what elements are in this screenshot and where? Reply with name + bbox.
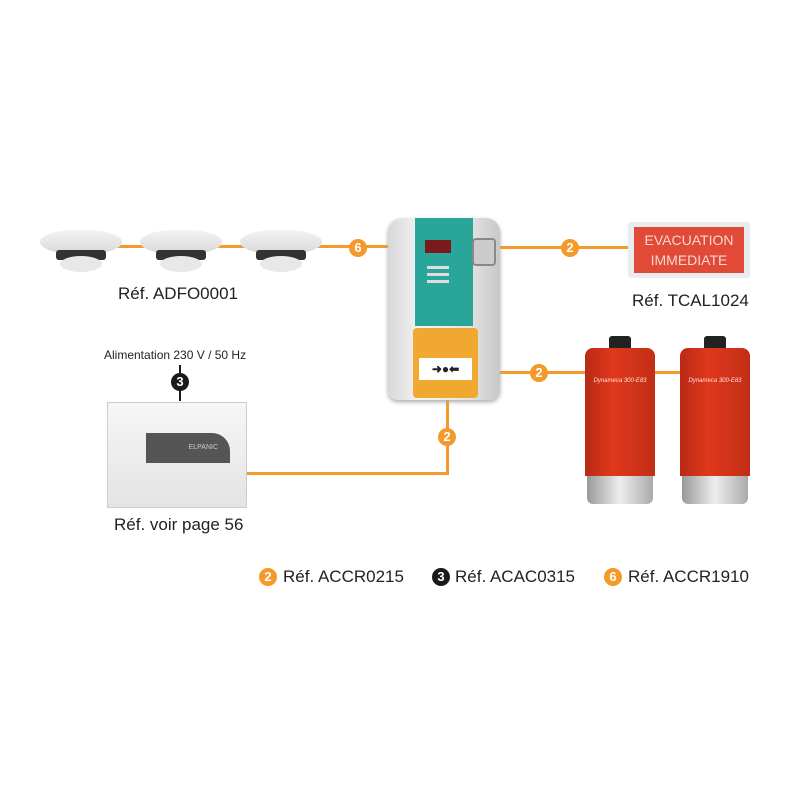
legend-text-6: Réf. ACCR1910 (628, 567, 749, 586)
panel-indicator (427, 266, 449, 269)
panel-indicator (427, 273, 449, 276)
panel-display (425, 240, 451, 253)
badge-2-power: 2 (438, 428, 456, 446)
smoke-detector (140, 222, 222, 274)
arrows-dot-icon: ➜●⬅ (419, 358, 472, 380)
panel-teal-front (415, 218, 473, 326)
power-supply-unit: ELPANIC (107, 402, 247, 508)
badge-3: 3 (171, 373, 189, 391)
sign-label: Réf. TCAL1024 (632, 291, 749, 310)
key-switch-icon[interactable] (472, 238, 496, 266)
badge-6: 6 (349, 239, 367, 257)
cable-power-horizontal (245, 472, 449, 475)
power-label: Réf. voir page 56 (114, 515, 244, 534)
legend-badge-3: 3 (432, 568, 450, 586)
smoke-detector (40, 222, 122, 274)
sign-line-1: EVACUATION (644, 232, 734, 248)
extinguisher-cylinder: Dynameca 300-E83 (680, 336, 750, 506)
sign-line-2: IMMEDIATE (650, 252, 728, 268)
legend-text-2: Réf. ACCR0215 (283, 567, 404, 586)
extinguisher-cylinder: Dynameca 300-E83 (585, 336, 655, 506)
power-brand: ELPANIC (146, 433, 230, 463)
evacuation-sign: EVACUATION IMMEDIATE (628, 222, 750, 278)
legend-badge-6: 6 (604, 568, 622, 586)
cylinder-brand: Dynameca 300-E83 (688, 378, 742, 384)
legend-text-3: Réf. ACAC0315 (455, 567, 576, 586)
legend-badge-2: 2 (259, 568, 277, 586)
panel-indicator (427, 280, 449, 283)
manual-release-button[interactable]: ➜●⬅ (413, 328, 478, 398)
badge-2-sign: 2 (561, 239, 579, 257)
detectors-label: Réf. ADFO0001 (118, 284, 239, 303)
extinguishing-control-panel[interactable]: ➜●⬅ (388, 218, 500, 400)
cylinder-brand: Dynameca 300-E83 (593, 378, 647, 384)
badge-2-cylinders: 2 (530, 364, 548, 382)
smoke-detector (240, 222, 322, 274)
mains-label: Alimentation 230 V / 50 Hz (104, 348, 247, 362)
